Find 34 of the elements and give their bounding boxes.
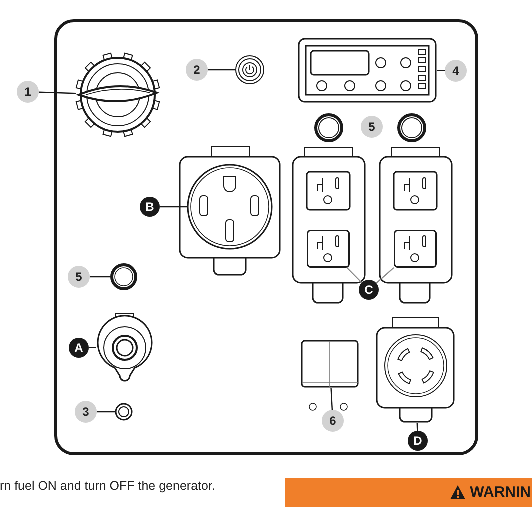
- callout-number: 5: [361, 116, 383, 138]
- leader-line: [160, 206, 187, 208]
- leader-line: [88, 347, 96, 348]
- callout-number: 1: [17, 81, 39, 103]
- callout-number: 6: [322, 410, 344, 432]
- leader-line: [38, 92, 76, 94]
- outlet-drawing: [307, 230, 350, 268]
- callout-number: A: [69, 338, 89, 358]
- callout-number: 5: [68, 266, 90, 288]
- callout-number: 3: [75, 401, 97, 423]
- port-drawing: [110, 263, 138, 291]
- fuel-knob-drawing: [76, 53, 160, 137]
- leader-line: [90, 276, 110, 278]
- leader-line: [330, 388, 334, 410]
- power-button-drawing: [235, 55, 265, 85]
- reset-button-drawing: [115, 403, 133, 421]
- callout-number: 4: [445, 60, 467, 82]
- leader-line: [346, 268, 362, 284]
- leader-line: [208, 69, 235, 71]
- callout-number: B: [140, 197, 160, 217]
- control-panel-drawing: [298, 38, 437, 103]
- leader-line: [376, 268, 394, 284]
- outlet-drawing: [394, 230, 437, 268]
- warning-heading: WARNIN: [470, 484, 531, 501]
- leader-line: [97, 411, 115, 413]
- cover-drawing: [301, 340, 359, 388]
- round-outlet-drawing: [187, 164, 273, 250]
- callout-number: 2: [186, 59, 208, 81]
- socket-drawing: [96, 314, 154, 380]
- callout-number: C: [359, 280, 379, 300]
- twist-lock-outlet-drawing: [376, 318, 455, 423]
- callout-number: D: [408, 431, 428, 451]
- warning-banner: [285, 478, 532, 507]
- instruction-text: rn fuel ON and turn OFF the generator.: [0, 479, 216, 493]
